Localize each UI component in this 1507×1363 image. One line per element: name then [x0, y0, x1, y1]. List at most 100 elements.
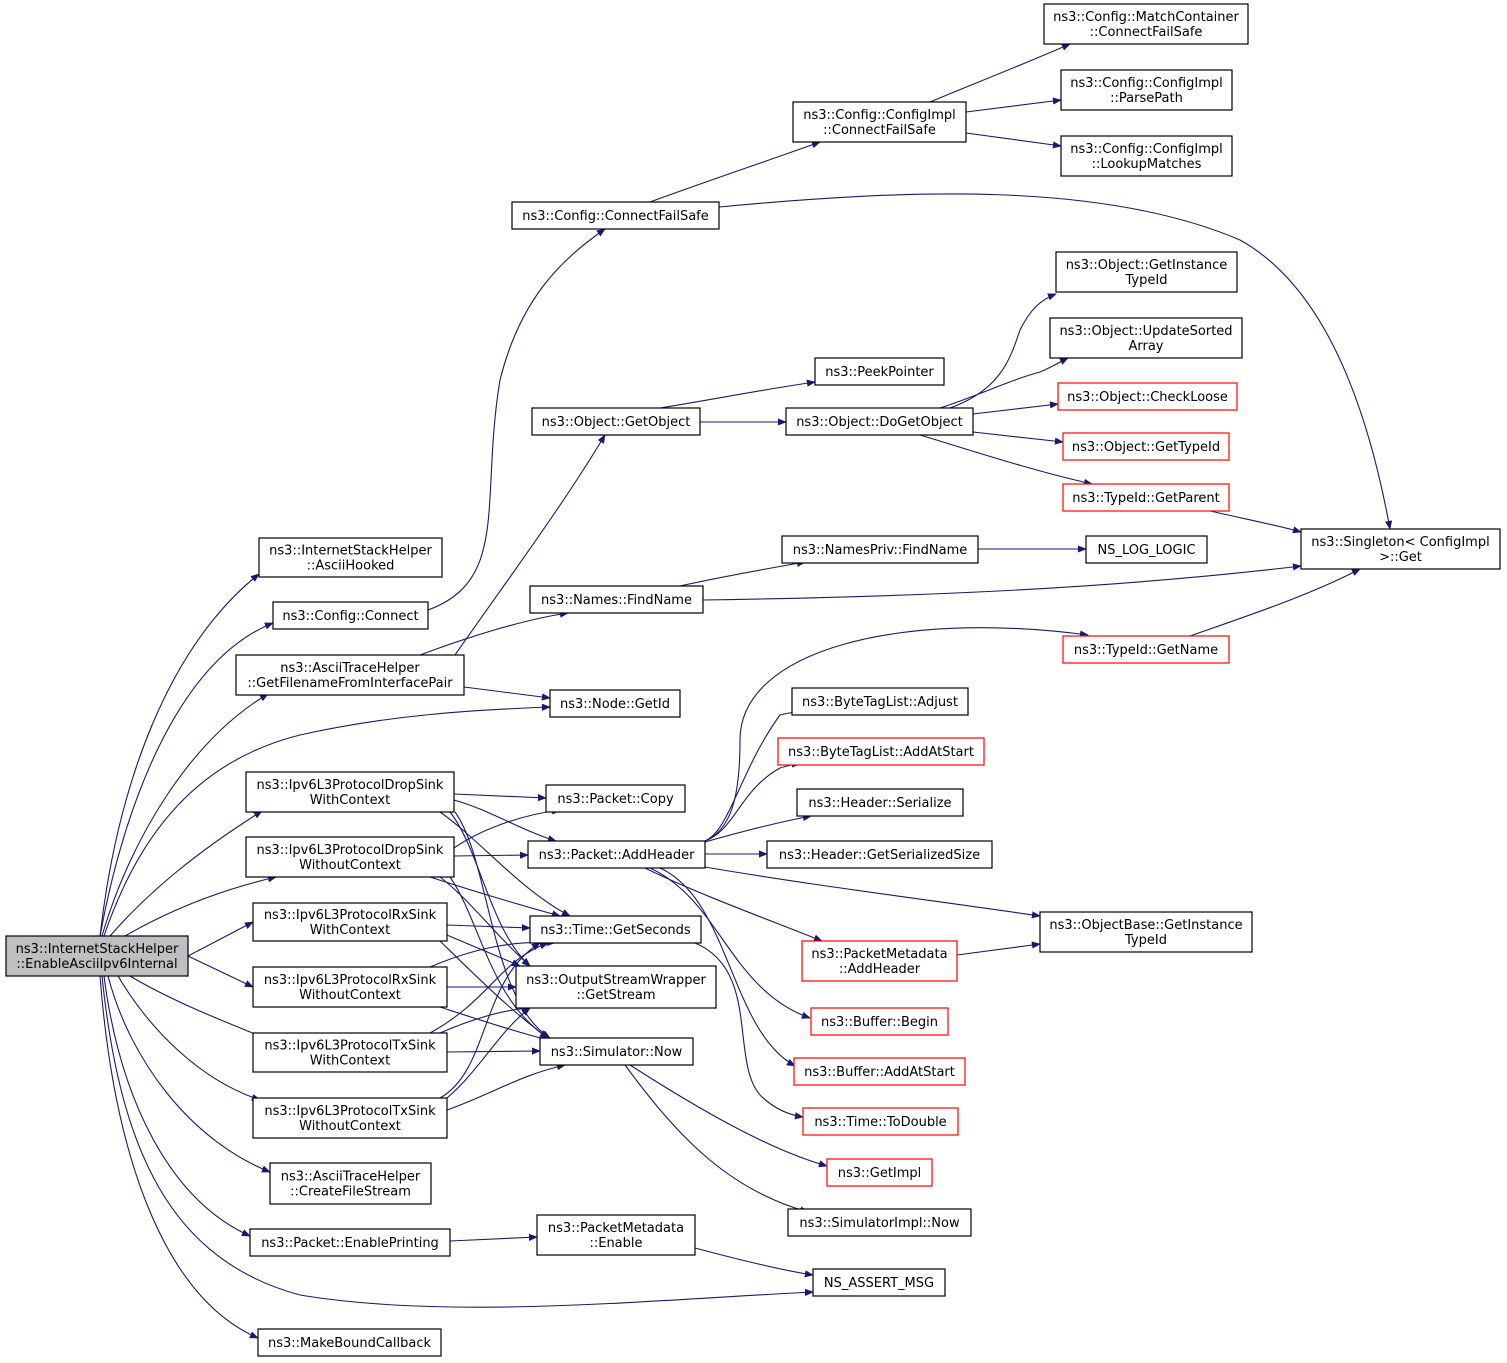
node-timeToDouble[interactable]: ns3::Time::ToDouble: [802, 1107, 959, 1136]
node-lookupMatches[interactable]: ns3::Config::ConfigImpl::LookupMatches: [1060, 135, 1233, 177]
node-simNow[interactable]: ns3::Simulator::Now: [539, 1037, 694, 1066]
node-label: TypeId: [1124, 933, 1167, 948]
node-pmAddHeader[interactable]: ns3::PacketMetadata::AddHeader: [801, 940, 958, 982]
node-label: ns3::Config::ConfigImpl: [803, 108, 956, 123]
edge-dropSinkWithout-to-getStream: [439, 876, 531, 967]
node-packetCopy[interactable]: ns3::Packet::Copy: [545, 784, 686, 813]
edge-line: [939, 357, 1069, 409]
node-parsePath[interactable]: ns3::Config::ConfigImpl::ParsePath: [1060, 69, 1233, 111]
node-label: ns3::Object::GetObject: [542, 415, 691, 430]
node-nodeGetId[interactable]: ns3::Node::GetId: [549, 689, 681, 718]
edge-line: [649, 867, 811, 1019]
edge-addHeader-to-objBaseGetInstanceTypeId: [704, 866, 1041, 919]
node-asciiHooked[interactable]: ns3::InternetStackHelper::AsciiHooked: [258, 537, 443, 578]
node-byteTagAddAtStart[interactable]: ns3::ByteTagList::AddAtStart: [777, 737, 985, 766]
node-singletonGet[interactable]: ns3::Singleton< ConfigImpl >::Get: [1300, 528, 1501, 570]
edge-line: [972, 431, 1064, 445]
node-label: NS_LOG_LOGIC: [1097, 543, 1195, 558]
node-label: ns3::InternetStackHelper: [16, 942, 179, 957]
node-namesPrivFind[interactable]: ns3::NamesPriv::FindName: [781, 535, 979, 564]
edge-line: [649, 141, 821, 203]
node-implConnectFailSafe[interactable]: ns3::Config::ConfigImpl::ConnectFailSafe: [792, 101, 967, 143]
node-peekPointer[interactable]: ns3::PeekPointer: [814, 357, 945, 386]
edge-line: [704, 866, 1041, 919]
edge-txSinkWith-to-simNow: [446, 1047, 541, 1055]
edge-line: [453, 799, 557, 843]
node-enablePrinting[interactable]: ns3::Packet::EnablePrinting: [249, 1228, 451, 1257]
node-label: NS_ASSERT_MSG: [824, 1276, 934, 1291]
edge-line: [704, 708, 811, 842]
node-label: Array: [1128, 339, 1163, 354]
node-bufferBegin[interactable]: ns3::Buffer::Begin: [810, 1007, 949, 1036]
edge-line: [659, 379, 816, 409]
node-box: [531, 407, 701, 436]
node-headerGetSize[interactable]: ns3::Header::GetSerializedSize: [766, 840, 993, 869]
node-getSeconds[interactable]: ns3::Time::GetSeconds: [529, 915, 702, 944]
node-getFilename[interactable]: ns3::AsciiTraceHelper::GetFilenameFromIn…: [235, 654, 465, 696]
node-box: [814, 357, 945, 386]
node-getStream[interactable]: ns3::OutputStreamWrapper::GetStream: [515, 965, 717, 1009]
edge-doGetObject-to-updateSorted: [939, 357, 1069, 409]
node-typeIdGetName[interactable]: ns3::TypeId::GetName: [1062, 635, 1230, 664]
edge-root-to-configConnect: [99, 622, 274, 937]
edge-line: [463, 686, 551, 701]
edge-enablePrinting-to-pmEnable: [449, 1233, 538, 1242]
node-label: ns3::TypeId::GetParent: [1072, 491, 1220, 506]
node-headerSerialize[interactable]: ns3::Header::Serialize: [796, 788, 964, 817]
node-doGetObject[interactable]: ns3::Object::DoGetObject: [785, 407, 974, 436]
node-getObject[interactable]: ns3::Object::GetObject: [531, 407, 701, 436]
node-nsLogLogic[interactable]: NS_LOG_LOGIC: [1085, 535, 1208, 564]
edge-dropSinkWith-to-getStream: [449, 811, 531, 967]
node-box: [810, 1007, 949, 1036]
edge-getFilename-to-getObject: [454, 434, 606, 656]
node-box: [269, 1162, 432, 1205]
node-dropSinkWithout[interactable]: ns3::Ipv6L3ProtocolDropSinkWithoutContex…: [245, 836, 455, 878]
node-assertMsg[interactable]: NS_ASSERT_MSG: [812, 1268, 946, 1297]
node-addHeader[interactable]: ns3::Packet::AddHeader: [527, 840, 706, 869]
node-makeBound[interactable]: ns3::MakeBoundCallback: [257, 1328, 442, 1357]
node-simImplNow[interactable]: ns3::SimulatorImpl::Now: [787, 1208, 972, 1237]
edge-root-to-txSinkWithout: [117, 975, 261, 1101]
edge-implConnectFailSafe-to-lookupMatches: [965, 132, 1062, 149]
edge-namesFindName-to-namesPrivFind: [679, 559, 806, 587]
node-getImpl[interactable]: ns3::GetImpl: [826, 1158, 933, 1187]
edge-line: [949, 293, 1057, 409]
node-bufferAddAtStart[interactable]: ns3::Buffer::AddAtStart: [793, 1057, 966, 1086]
node-typeIdGetParent[interactable]: ns3::TypeId::GetParent: [1062, 483, 1230, 512]
node-box: [549, 689, 681, 718]
node-box: [791, 687, 969, 716]
node-box: [539, 1037, 694, 1066]
node-checkLoose[interactable]: ns3::Object::CheckLoose: [1057, 382, 1238, 411]
node-label: ns3::Object::GetInstance: [1066, 258, 1228, 273]
edge-configConnectFailSafe-to-singletonGet: [718, 193, 1393, 530]
node-box: [1039, 911, 1253, 953]
node-configConnect[interactable]: ns3::Config::Connect: [272, 601, 429, 630]
edge-line: [965, 97, 1062, 113]
node-namesFindName[interactable]: ns3::Names::FindName: [529, 585, 704, 614]
node-matchContainer[interactable]: ns3::Config::MatchContainer::ConnectFail…: [1043, 3, 1249, 45]
edge-line: [972, 401, 1059, 415]
node-pmEnable[interactable]: ns3::PacketMetadata::Enable: [536, 1214, 696, 1256]
node-label: ns3::Ipv6L3ProtocolRxSink: [264, 908, 437, 923]
node-configConnectFailSafe[interactable]: ns3::Config::ConnectFailSafe: [511, 201, 720, 230]
node-byteTagAdjust[interactable]: ns3::ByteTagList::Adjust: [791, 687, 969, 716]
node-box: [1300, 528, 1501, 570]
node-createFileStream[interactable]: ns3::AsciiTraceHelper::CreateFileStream: [269, 1162, 432, 1205]
node-objGetTypeId[interactable]: ns3::Object::GetTypeId: [1062, 432, 1230, 461]
node-box: [529, 915, 702, 944]
node-label: WithContext: [310, 923, 390, 938]
edge-dropSinkWith-to-getSeconds: [439, 811, 571, 917]
node-box: [787, 1208, 972, 1237]
node-label: ns3::Config::Connect: [282, 609, 418, 624]
edge-line: [439, 811, 571, 917]
edge-addHeader-to-byteTagAdjust: [704, 708, 811, 842]
edge-line: [453, 851, 529, 859]
